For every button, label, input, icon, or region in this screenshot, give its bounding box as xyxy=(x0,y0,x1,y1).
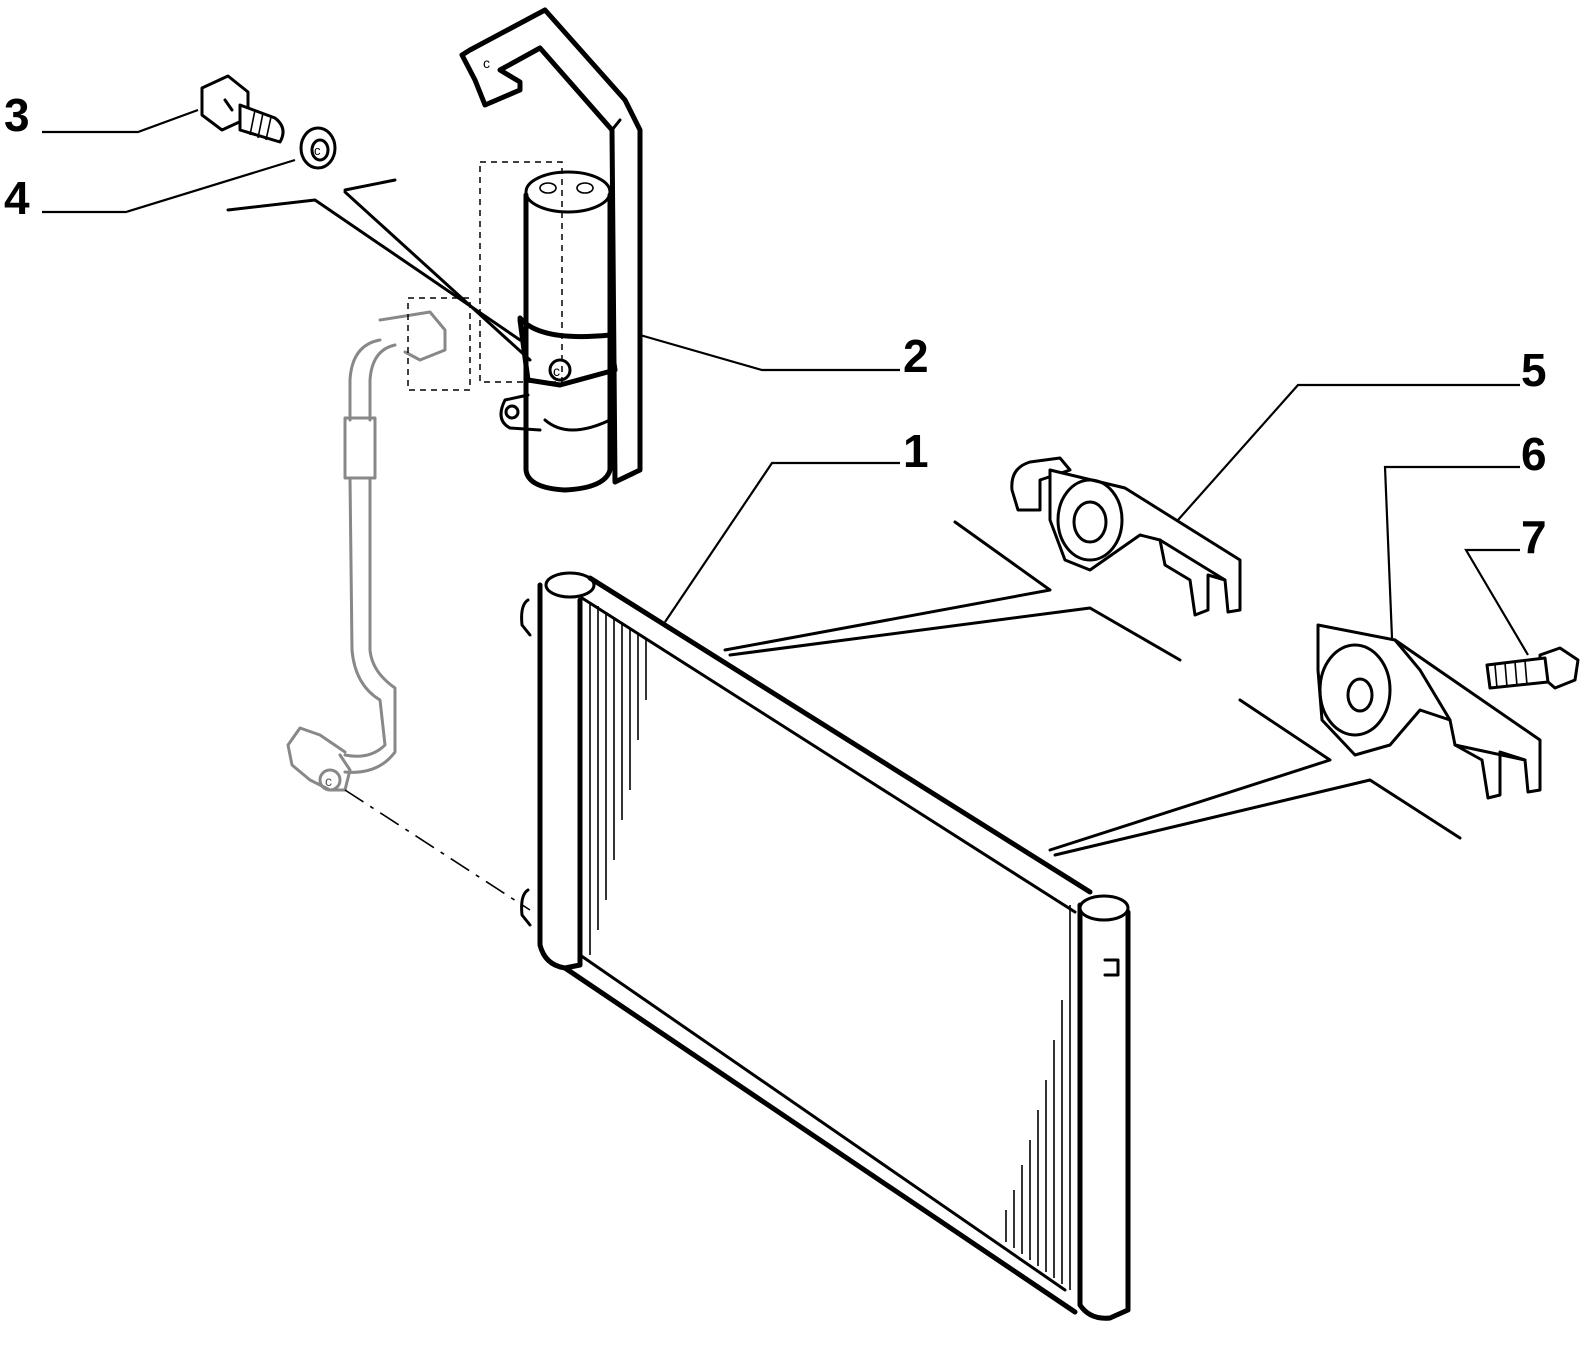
screw-part-7 xyxy=(1485,646,1580,690)
callout-labels: 3 4 2 1 5 6 7 xyxy=(4,89,1547,563)
bracket-mark: c xyxy=(483,55,490,71)
callout-1: 1 xyxy=(903,425,929,477)
leader-lines xyxy=(42,108,1529,656)
bolt-part-3 xyxy=(200,74,285,144)
callout-5: 5 xyxy=(1521,344,1547,396)
dryer-mark: c xyxy=(553,363,560,379)
receiver-dryer-part-2: c c xyxy=(459,7,643,493)
callout-3: 3 xyxy=(4,89,30,141)
refrigerant-pipe: c xyxy=(286,297,531,911)
washer-part-4: c xyxy=(299,126,337,170)
callout-6: 6 xyxy=(1521,428,1547,480)
assembly-lines xyxy=(226,178,1462,857)
washer-mark: c xyxy=(314,143,321,158)
fitting-mark: c xyxy=(325,773,332,789)
lower-mount-part-6 xyxy=(1316,623,1542,800)
callout-7: 7 xyxy=(1521,511,1547,563)
callout-2: 2 xyxy=(903,330,929,382)
upper-mount-part-5 xyxy=(1010,456,1242,617)
callout-4: 4 xyxy=(4,172,30,224)
condenser-part-1 xyxy=(520,571,1131,1321)
